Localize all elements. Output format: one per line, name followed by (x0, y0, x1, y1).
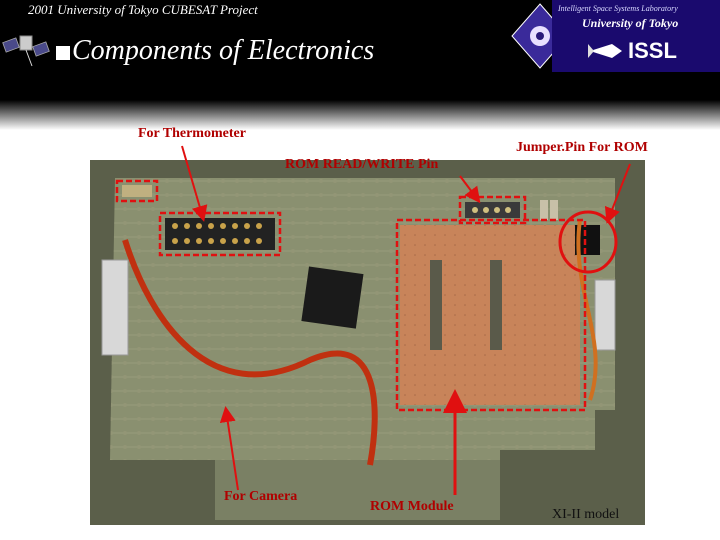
edge-connector (215, 460, 500, 520)
satellite-icon (2, 35, 50, 67)
label-rom-rw-pin: ROM READ/WRITE Pin (285, 157, 439, 172)
project-title: 2001 University of Tokyo CUBESAT Project (28, 2, 258, 17)
header-fade (0, 100, 720, 130)
lab-name: Intelligent Space Systems Laboratory (558, 4, 678, 13)
university-name: University of Tokyo (582, 16, 679, 30)
label-thermometer: For Thermometer (138, 126, 246, 141)
label-model: XI-II model (552, 507, 620, 522)
circuit-board-photo (90, 160, 645, 525)
circuit-board-illustration (101, 178, 618, 520)
issl-logo: Intelligent Space Systems Laboratory Uni… (510, 0, 720, 72)
issl-acronym: ISSL (628, 38, 677, 63)
slide-title: Components of Electronics (72, 35, 375, 66)
label-rom-module: ROM Module (370, 499, 454, 514)
label-jumper-pin: Jumper.Pin For ROM (516, 140, 648, 155)
title-bullet (56, 46, 70, 60)
rocket-icon (588, 44, 622, 58)
logo-panel (552, 0, 720, 72)
label-camera: For Camera (224, 489, 298, 504)
